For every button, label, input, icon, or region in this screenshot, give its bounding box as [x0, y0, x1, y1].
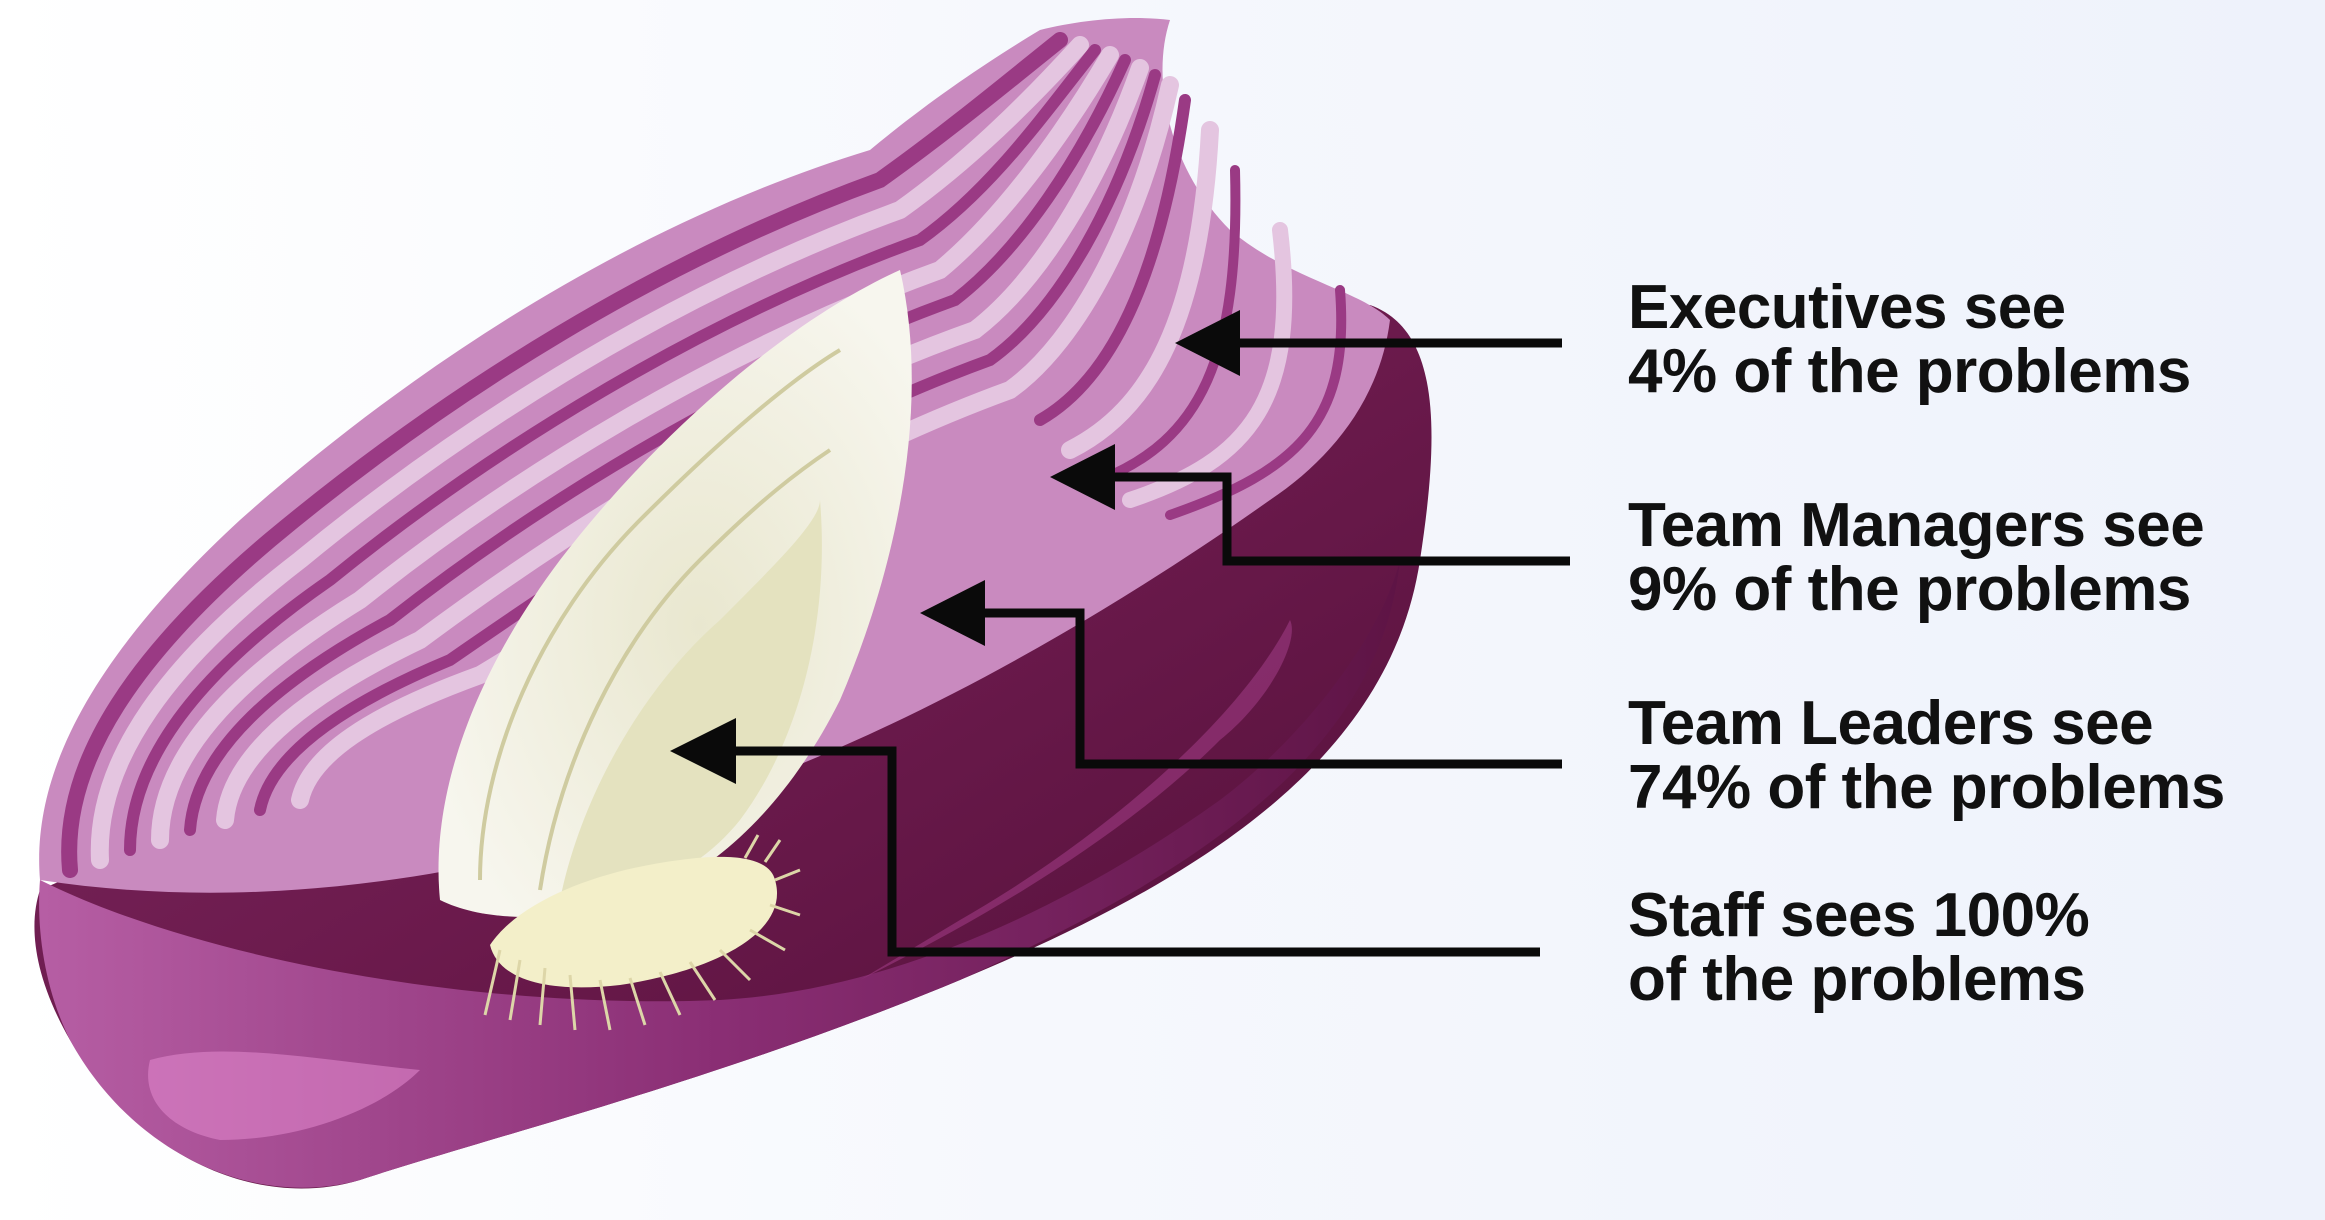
label-executives-line2: 4% of the problems: [1628, 340, 2308, 404]
label-staff-line1: Staff sees 100%: [1628, 884, 2308, 948]
label-team-managers-line2: 9% of the problems: [1628, 558, 2308, 622]
label-staff-line2: of the problems: [1628, 948, 2308, 1012]
label-team-leaders-line1: Team Leaders see: [1628, 692, 2308, 756]
label-executives-line1: Executives see: [1628, 276, 2308, 340]
label-team-leaders: Team Leaders see 74% of the problems: [1628, 692, 2308, 820]
label-executives: Executives see 4% of the problems: [1628, 276, 2308, 404]
label-team-managers-line1: Team Managers see: [1628, 494, 2308, 558]
label-team-leaders-line2: 74% of the problems: [1628, 756, 2308, 820]
label-staff: Staff sees 100% of the problems: [1628, 884, 2308, 1012]
label-team-managers: Team Managers see 9% of the problems: [1628, 494, 2308, 622]
